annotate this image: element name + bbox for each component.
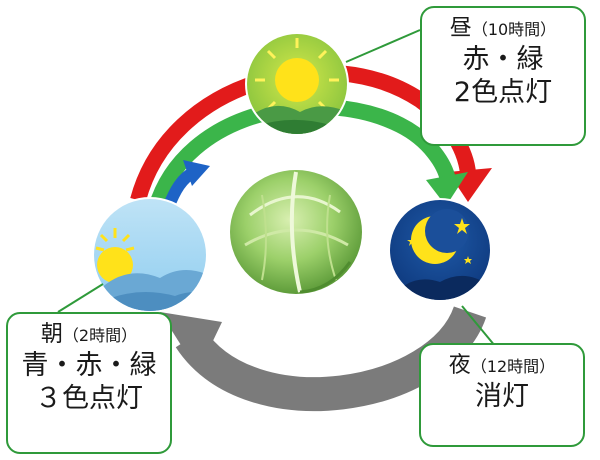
rising-sun-icon	[92, 197, 208, 313]
day-pointer	[345, 29, 421, 63]
day-callout: 昼（10時間） 赤・緑 2色点灯	[420, 6, 586, 146]
green-arc-arrow	[148, 98, 468, 211]
morning-pointer	[57, 283, 104, 313]
morning-callout: 朝（2時間） 青・赤・緑 ３色点灯	[6, 312, 172, 454]
day-title: 昼	[449, 16, 472, 41]
morning-line-1: 青・赤・緑	[21, 349, 157, 381]
night-title: 夜	[448, 353, 471, 378]
sun-icon	[245, 32, 349, 136]
day-line-1: 赤・緑	[462, 43, 544, 75]
day-duration: （10時間）	[471, 20, 557, 39]
moon-stars-icon	[388, 198, 492, 302]
morning-line-2: ３色点灯	[35, 383, 143, 415]
night-duration: （12時間）	[470, 357, 556, 376]
morning-title: 朝	[40, 322, 63, 347]
day-line-2: 2色点灯	[453, 77, 553, 109]
cabbage-icon	[230, 170, 362, 294]
night-line-1: 消灯	[475, 380, 529, 412]
morning-duration: （2時間）	[62, 326, 138, 345]
night-callout: 夜（12時間） 消灯	[419, 343, 585, 447]
